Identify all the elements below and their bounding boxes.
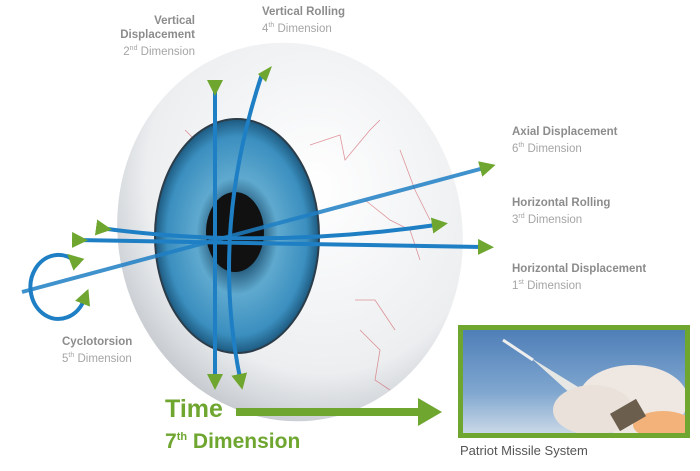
time-dimension: 7th Dimension (165, 430, 301, 453)
label-dimension: 3rd Dimension (512, 213, 583, 226)
label-vertical-displacement: Vertical Displacement 2nd Dimension (100, 14, 195, 59)
label-vertical-rolling: Vertical Rolling 4th Dimension (262, 5, 345, 36)
label-dimension: 5th Dimension (62, 352, 132, 365)
label-horizontal-displacement: Horizontal Displacement 1st Dimension (512, 262, 646, 293)
label-cyclotorsion: Cyclotorsion 5th Dimension (62, 335, 132, 366)
photo-caption: Patriot Missile System (460, 443, 588, 458)
missile-launch-image (502, 338, 685, 433)
label-axial-displacement: Axial Displacement 6th Dimension (512, 125, 617, 156)
vertical-rolling-arrowhead (258, 66, 272, 82)
time-arrowhead (418, 398, 442, 426)
label-horizontal-rolling: Horizontal Rolling 3rd Dimension (512, 196, 610, 227)
label-dimension: 2nd Dimension (123, 45, 195, 58)
missile-photo (458, 325, 690, 438)
label-dimension: 4th Dimension (262, 22, 332, 35)
label-title: Cyclotorsion (62, 336, 133, 348)
label-title: Horizontal Rolling (512, 197, 611, 209)
label-title: Axial Displacement (512, 126, 618, 138)
label-title: Displacement (120, 29, 195, 41)
time-label: Time 7th Dimension (165, 395, 300, 456)
label-title: Horizontal Displacement (512, 263, 647, 275)
time-title: Time (165, 395, 223, 423)
label-title: Vertical Rolling (262, 6, 346, 18)
label-dimension: 6th Dimension (512, 142, 582, 155)
label-title: Vertical (154, 15, 195, 27)
label-dimension: 1st Dimension (512, 279, 582, 292)
vertical-rolling-arrow (227, 73, 264, 390)
horizontal-displacement-arrow (71, 231, 494, 255)
cyclotorsion-arrow (28, 252, 90, 321)
